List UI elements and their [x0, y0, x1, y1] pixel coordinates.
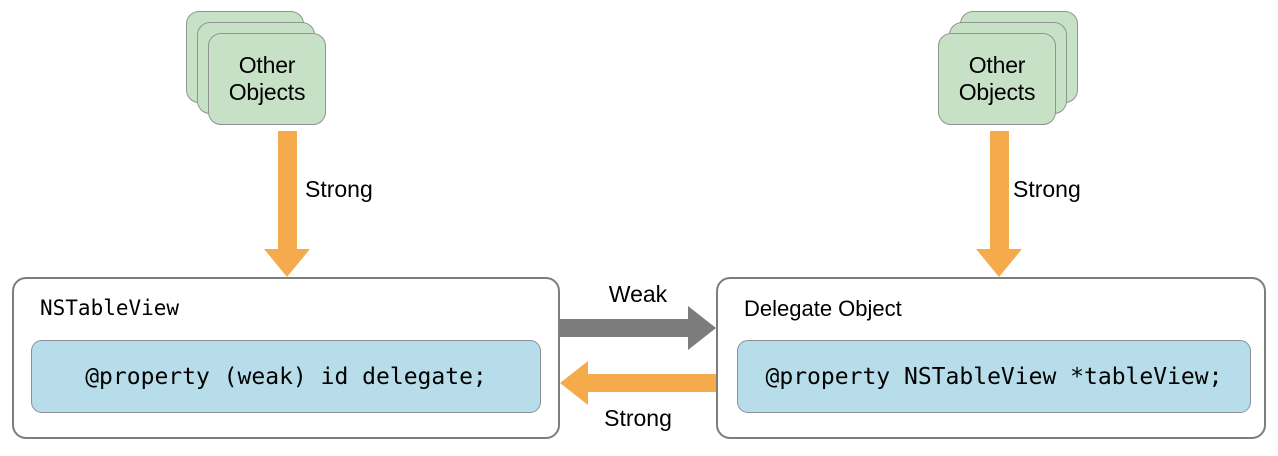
object-stack-right: Other Objects — [926, 11, 1078, 131]
stack-left-label: Other Objects — [229, 52, 306, 106]
stack-card-front: Other Objects — [208, 33, 326, 125]
object-stack-left: Other Objects — [186, 11, 338, 131]
object-box-delegate: Delegate Object @property NSTableView *t… — [716, 277, 1266, 439]
arrow-head-left-icon — [560, 361, 588, 405]
arrow-head-right-icon — [688, 306, 716, 350]
arrow-shaft — [560, 319, 690, 337]
stack-right-label-line2: Objects — [958, 79, 1036, 105]
strong-arrow-down-right — [976, 131, 1022, 279]
object-box-title: Delegate Object — [744, 296, 902, 321]
arrow-head-down-icon — [976, 249, 1022, 277]
weak-label: Weak — [608, 281, 668, 307]
arrow-shaft — [278, 131, 297, 251]
weak-arrow-right — [560, 306, 716, 350]
object-box-nstableview: NSTableView @property (weak) id delegate… — [12, 277, 560, 439]
code-property-box: @property NSTableView *tableView; — [737, 340, 1251, 413]
object-box-title: NSTableView — [40, 296, 180, 320]
arrow-shaft — [586, 374, 716, 392]
stack-left-label-line1: Other — [238, 52, 296, 78]
strong-arrow-left — [560, 361, 716, 405]
stack-right-label: Other Objects — [959, 52, 1036, 106]
strong-arrow-down-left — [264, 131, 310, 279]
arrow-shaft — [990, 131, 1009, 251]
code-property-text: @property (weak) id delegate; — [85, 363, 487, 390]
strong-label-left: Strong — [305, 176, 373, 202]
code-property-text: @property NSTableView *tableView; — [765, 363, 1223, 390]
strong-label-right: Strong — [1013, 176, 1081, 202]
code-property-box: @property (weak) id delegate; — [31, 340, 541, 413]
strong-label-middle: Strong — [604, 405, 672, 431]
stack-right-label-line1: Other — [968, 52, 1026, 78]
stack-card-front: Other Objects — [938, 33, 1056, 125]
arrow-head-down-icon — [264, 249, 310, 277]
stack-left-label-line2: Objects — [228, 79, 306, 105]
